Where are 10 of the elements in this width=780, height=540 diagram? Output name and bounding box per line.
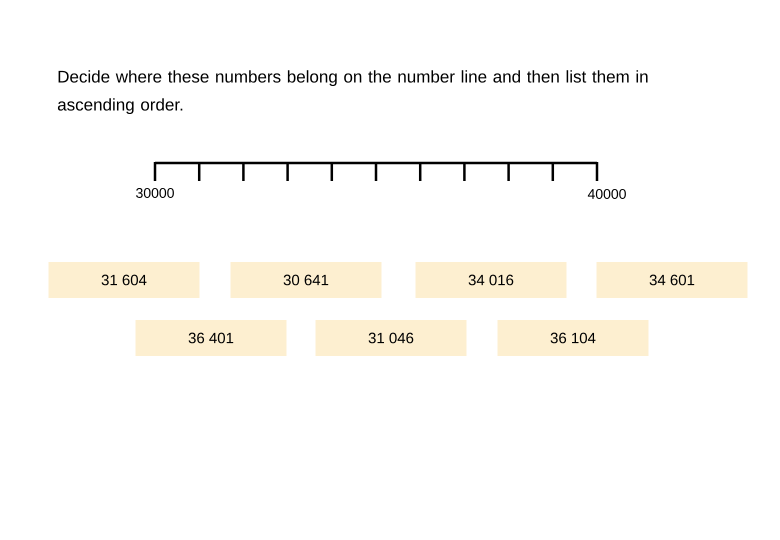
instruction-text: Decide where these numbers belong on the number line and then list them in ascending order.	[58, 70, 648, 114]
tick-label: 30000	[136, 188, 174, 198]
number-card: 36 401	[136, 320, 286, 356]
number-card: 31 604	[48, 262, 200, 298]
number-card: 30 641	[230, 262, 382, 298]
tick-label: 40000	[588, 189, 626, 199]
number-card: 36 104	[498, 320, 648, 356]
number-card: 34 601	[596, 262, 748, 298]
number-card: 31 046	[316, 320, 466, 356]
number-card: 34 016	[416, 262, 566, 298]
